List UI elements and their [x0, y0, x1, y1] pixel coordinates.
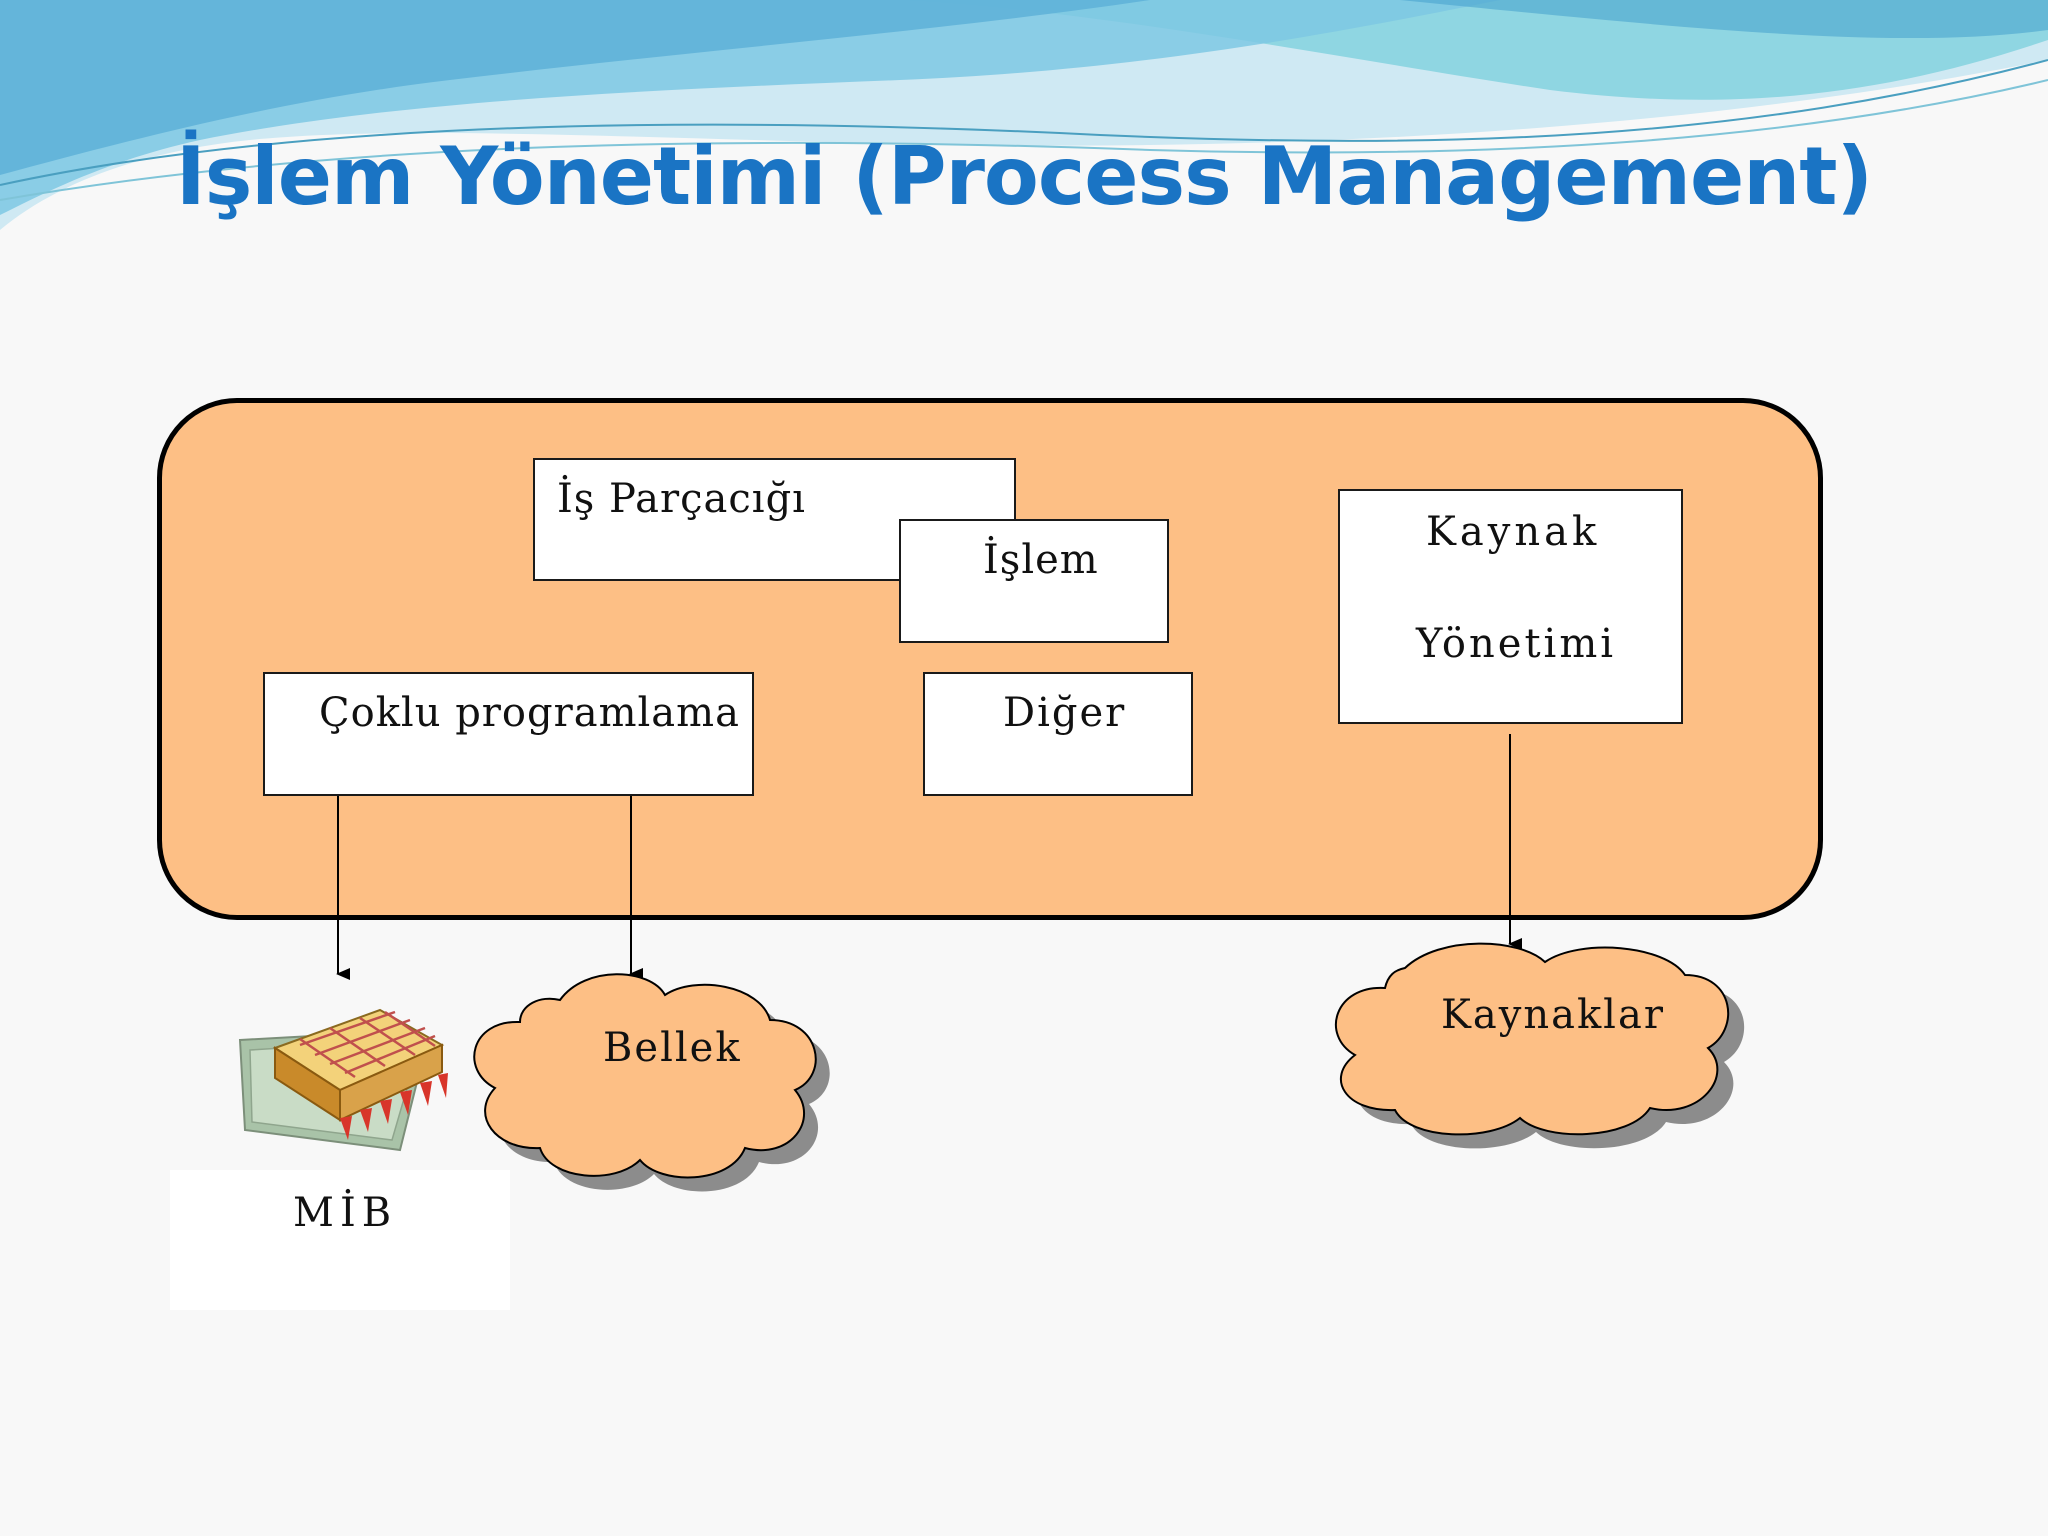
- resources-label: Kaynaklar: [1441, 992, 1665, 1038]
- resource-management-label-line1: Kaynak: [1426, 509, 1601, 555]
- multiprogramming-box: Çoklu programlama: [263, 672, 754, 796]
- memory-label: Bellek: [603, 1025, 742, 1071]
- process-box: İşlem: [899, 519, 1169, 643]
- thread-label: İş Parçacığı: [557, 476, 806, 522]
- resource-management-label-line2: Yönetimi: [1416, 621, 1617, 667]
- other-label: Diğer: [1003, 690, 1127, 736]
- process-label: İşlem: [983, 537, 1099, 583]
- multiprogramming-label: Çoklu programlama: [319, 690, 740, 736]
- other-box: Diğer: [923, 672, 1193, 796]
- memory-cloud: [473, 973, 830, 1192]
- slide-title: İşlem Yönetimi (Process Management): [175, 130, 1873, 223]
- wave-header-decoration: [0, 0, 2048, 230]
- cpu-label-backdrop: [170, 1170, 510, 1310]
- cpu-chip-icon: [238, 1008, 448, 1152]
- cpu-label: MİB: [293, 1190, 398, 1236]
- resources-cloud: [1335, 942, 1745, 1149]
- resource-management-box: Kaynak Yönetimi: [1338, 489, 1683, 724]
